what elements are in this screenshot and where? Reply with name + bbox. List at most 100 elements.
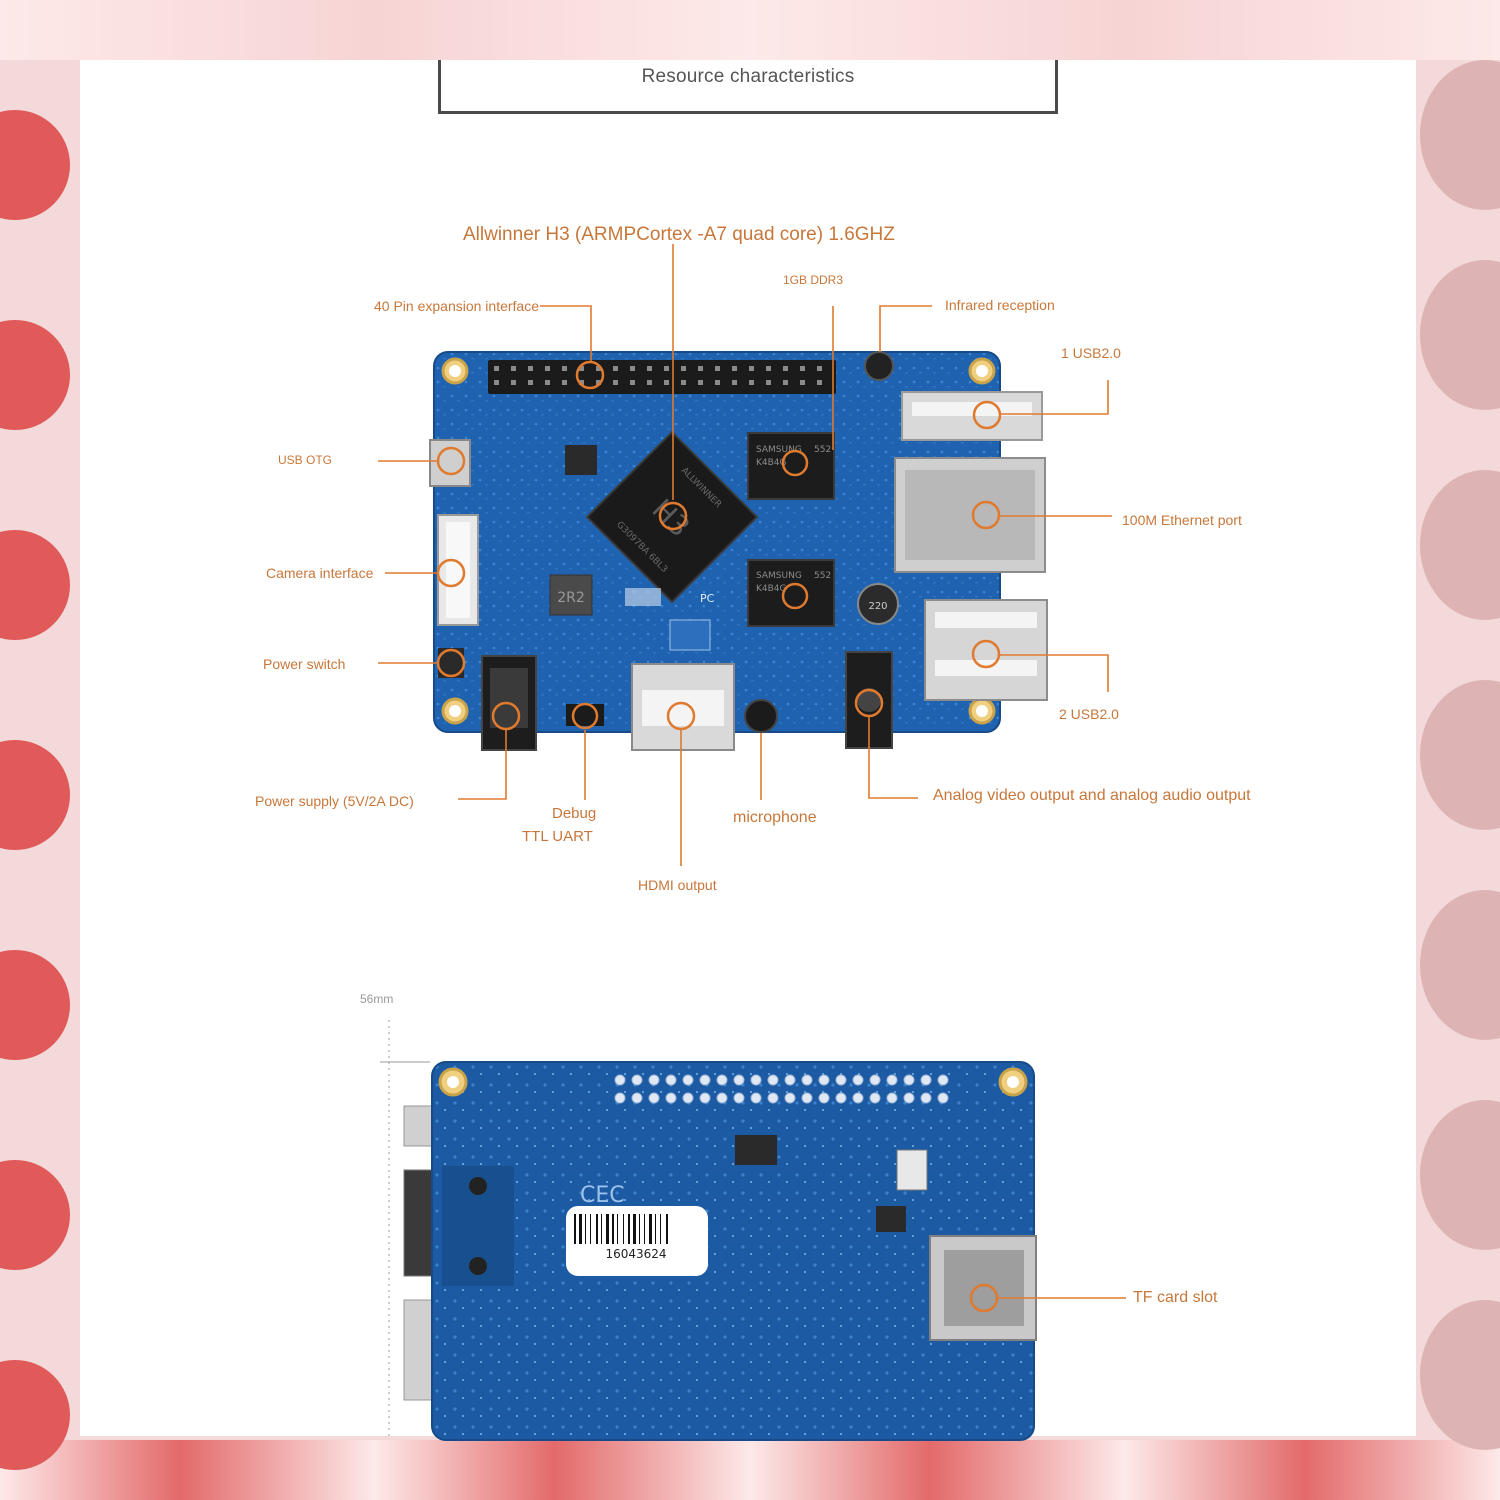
mounting-hole-center [447,1076,459,1088]
through-hole [920,1092,932,1104]
barcode-bar [660,1214,661,1244]
through-hole [852,1074,864,1086]
through-hole [631,1074,643,1086]
barcode-bar [574,1214,576,1244]
label-cpu: Allwinner H3 (ARMPCortex -A7 quad core) … [463,224,895,245]
callout-line-gpio [540,305,592,362]
through-hole [852,1092,864,1104]
top-board: H3 ALLWINNER G3097BA 6BL3 SAMSUNG K4B4G … [429,351,1048,751]
label-av-output: Analog video output and analog audio out… [933,787,1251,804]
marker-debug [571,702,599,730]
gpio-pin [800,366,805,371]
through-hole [869,1074,881,1086]
gpio-header-body [488,360,836,394]
gpio-pin [613,380,618,385]
gpio-pin [630,366,635,371]
through-hole [835,1074,847,1086]
through-hole [614,1092,626,1104]
ir-receiver [864,351,894,381]
barcode-bar [585,1214,586,1244]
bottom-chip [735,1135,777,1165]
mounting-hole-center [976,365,988,377]
through-hole [767,1074,779,1086]
through-hole [682,1074,694,1086]
gpio-pin [545,366,550,371]
barcode [574,1214,668,1244]
barcode-bar [639,1214,640,1244]
gpio-pin [800,380,805,385]
hdmi-port-slot [642,690,724,726]
through-hole [733,1074,745,1086]
callout-line-power-supply [458,730,507,800]
label-ir: Infrared reception [945,297,1055,313]
gpio-pin [647,366,652,371]
ram-code-text: K4B4G [756,458,787,468]
through-hole [886,1074,898,1086]
gpio-pin [732,366,737,371]
through-hole [665,1092,677,1104]
through-hole [903,1074,915,1086]
gpio-pin [817,380,822,385]
through-hole [937,1092,949,1104]
ram-package [747,559,835,627]
label-usb1: 1 USB2.0 [1061,345,1121,361]
gpio-pin [545,380,550,385]
marker-camera [436,558,466,588]
gpio-pin [562,380,567,385]
label-debug: Debug [552,805,597,822]
barcode-bar [655,1214,656,1244]
gpio-pin [613,366,618,371]
gpio-pin [732,380,737,385]
mounting-holes-top [441,357,996,725]
gpio-pin [528,380,533,385]
cpu-package [585,430,759,604]
label-ttl-uart: TTL UART [522,828,593,845]
microphone-component [744,699,778,733]
barcode-bar [649,1214,652,1244]
marker-power-switch [436,648,466,678]
debug-uart-header [566,704,604,726]
barcode-bar [666,1214,668,1244]
gpio-pin [664,380,669,385]
through-hole [750,1092,762,1104]
ram-grade-text: 552 [814,571,831,581]
gpio-pin [698,366,703,371]
through-hole [665,1074,677,1086]
label-hdmi: HDMI output [638,877,717,893]
bottom-chip [876,1206,906,1232]
gpio-pin [783,380,788,385]
label-power-supply: Power supply (5V/2A DC) [255,793,414,809]
through-hole [716,1092,728,1104]
page-title: Resource characteristics [641,66,855,87]
inductor [549,574,593,616]
gpio-pin [783,366,788,371]
bottom-pad [469,1257,487,1275]
label-otg: USB OTG [278,453,333,467]
through-hole [818,1092,830,1104]
marker-otg [436,446,466,476]
tf-card-slot-inner [944,1250,1024,1326]
ram-chip-1: SAMSUNG K4B4G 552 [747,432,835,500]
barcode-bar [617,1214,618,1244]
ram-chip-2: SAMSUNG K4B4G 552 [747,559,835,627]
through-hole [784,1092,796,1104]
side-connector [403,1105,433,1147]
marker-ethernet [971,500,1001,530]
gpio-pin [715,366,720,371]
regulator-chip [565,445,597,475]
usb-port-1-slot [912,402,1032,416]
gpio-pin [749,366,754,371]
gpio-pin [494,366,499,371]
title-box: Resource characteristics [438,60,1058,114]
through-hole [750,1074,762,1086]
label-microphone: microphone [733,809,817,826]
barcode-bar [590,1214,591,1244]
gpio-through-holes [614,1074,949,1104]
through-hole [716,1074,728,1086]
ram-package [747,432,835,500]
gpio-pin [630,380,635,385]
label-ethernet: 100M Ethernet port [1122,512,1242,528]
gpio-pin [511,366,516,371]
through-hole [631,1092,643,1104]
gpio-pins [494,366,822,385]
